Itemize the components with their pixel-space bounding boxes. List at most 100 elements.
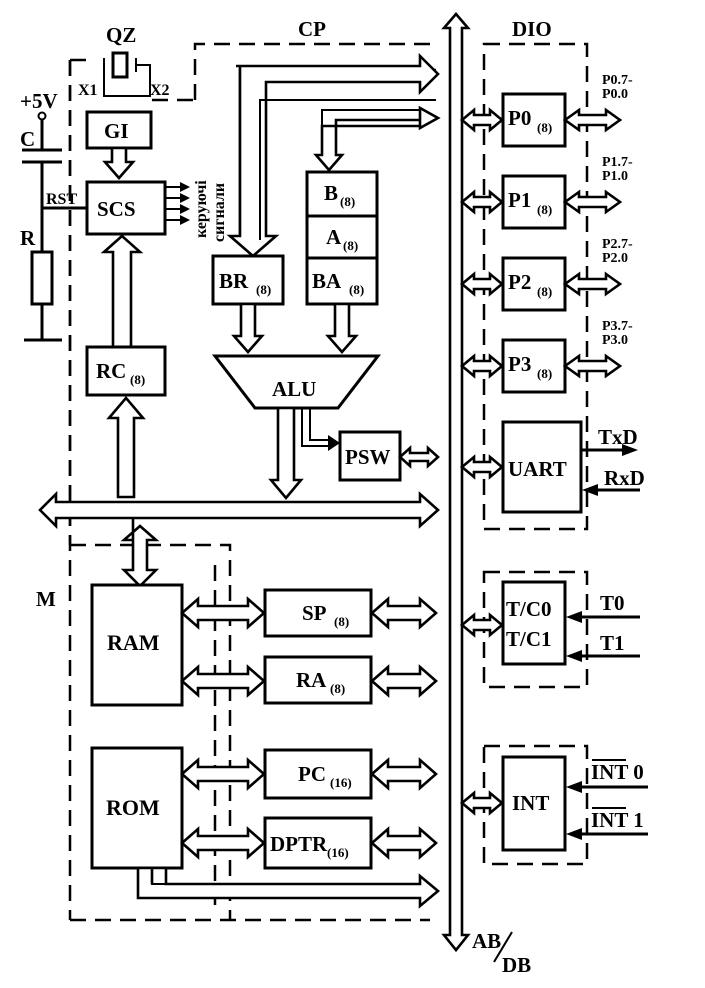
rc-block <box>85 345 167 397</box>
memory-region <box>70 543 232 920</box>
gi-block <box>85 110 153 150</box>
bus-to-ram-arrow <box>120 518 160 588</box>
main-system-bus <box>441 12 471 953</box>
power-terminal <box>37 111 47 121</box>
port-block <box>501 256 567 312</box>
port-width: (8) <box>537 120 552 135</box>
register-memory-arrows <box>180 596 266 860</box>
uart-label: UART <box>508 457 567 481</box>
cp-region-left <box>68 60 195 545</box>
uart-block <box>501 420 583 514</box>
br-width: (8) <box>256 282 271 297</box>
rc-to-scs-arrow <box>100 234 144 349</box>
c-label: C <box>20 127 35 151</box>
port-pin-bottom: P0.0 <box>602 87 628 102</box>
a-block <box>305 214 379 260</box>
port-3: P3(8)P3.7-P3.0 <box>459 319 633 394</box>
dptr-label: DPTR <box>270 832 328 856</box>
rc-width: (8) <box>130 372 145 387</box>
ba-block <box>305 256 379 306</box>
port-label: P0 <box>508 106 531 130</box>
r-label: R <box>20 226 36 250</box>
control-signals-label-2: сигнали <box>211 183 228 242</box>
port-pin-arrow <box>562 353 623 379</box>
x1-label: X1 <box>78 82 98 99</box>
bus-port-arrow <box>459 189 505 215</box>
bus-port-arrow <box>459 353 505 379</box>
ab-db-slash <box>493 931 513 963</box>
int-label: INT <box>512 791 549 815</box>
t0-label: T0 <box>600 591 625 615</box>
port-pin-top: P3.7- <box>602 319 633 334</box>
ab-label: AB <box>472 929 501 953</box>
rom-to-bus-arrow <box>136 866 441 909</box>
internal-data-bus <box>38 490 440 530</box>
gi-label: GI <box>104 119 129 143</box>
x2-label: X2 <box>150 82 170 99</box>
ba-width: (8) <box>349 282 364 297</box>
scs-label: SCS <box>97 197 136 221</box>
crystal-body <box>111 51 129 79</box>
bus-uart-arrow <box>459 454 505 480</box>
br-to-alu-arrow <box>231 302 265 354</box>
bus-port-arrow <box>459 107 505 133</box>
alu-to-bus-arrow <box>268 406 304 501</box>
ra-block <box>263 655 373 705</box>
control-signal-arrows <box>165 182 190 225</box>
a-width: (8) <box>343 238 358 253</box>
dptr-width: (16) <box>327 845 349 860</box>
alu-to-psw-path <box>301 408 328 447</box>
dptr-block <box>263 816 373 870</box>
bus-timer-arrow <box>459 612 505 638</box>
port-pin-top: P0.7- <box>602 73 633 88</box>
pc-block <box>263 748 373 800</box>
rst-label: RST <box>46 191 77 208</box>
qz-label: QZ <box>106 23 136 47</box>
resistor <box>30 250 54 306</box>
port-pin-bottom: P1.0 <box>602 169 628 184</box>
alu-block <box>211 354 382 410</box>
port-0: P0 (8) P0.7-P0.0 <box>459 73 633 148</box>
ra-label: RA <box>296 668 327 692</box>
alu-label: ALU <box>272 377 316 401</box>
ram-label: RAM <box>107 630 160 655</box>
txd-label: TxD <box>598 425 638 449</box>
psw-label: PSW <box>345 445 391 469</box>
t1-label: T1 <box>600 631 625 655</box>
register-bus-arrows <box>370 596 438 860</box>
int1-label: INT 1 <box>591 808 644 832</box>
dio-label: DIO <box>512 17 552 41</box>
port-1: P1(8)P1.7-P1.0 <box>459 155 633 230</box>
rxd-label: RxD <box>604 466 645 490</box>
sp-width: (8) <box>334 614 349 629</box>
b-width: (8) <box>340 194 355 209</box>
psw-bus-arrow <box>398 445 440 469</box>
b-label: B <box>324 181 338 205</box>
port-pin-bottom: P3.0 <box>602 333 628 348</box>
plus5v-label: +5V <box>20 89 58 113</box>
bus-int-arrow <box>459 790 505 816</box>
port-pin-arrow <box>562 271 623 297</box>
timer-block <box>501 580 567 666</box>
port-pin-arrow <box>562 107 623 133</box>
bus-port-arrow <box>459 271 505 297</box>
crystal-leads <box>103 64 151 97</box>
bus-to-b-arrow <box>313 105 441 172</box>
br-feed-arrow <box>226 52 440 258</box>
tc1-label: T/C1 <box>506 627 552 651</box>
b-block <box>305 170 379 218</box>
port-width: (8) <box>537 366 552 381</box>
tc0-label: T/C0 <box>506 597 552 621</box>
sp-label: SP <box>302 601 327 625</box>
rom-label: ROM <box>106 795 160 820</box>
db-label: DB <box>502 953 531 977</box>
ba-label: BA <box>312 269 342 293</box>
pc-width: (16) <box>330 775 352 790</box>
pc-label: PC <box>298 762 326 786</box>
port-block <box>501 174 567 230</box>
bus-to-rc-arrow <box>106 395 146 499</box>
br-label: BR <box>219 269 249 293</box>
port-label: P2 <box>508 270 531 294</box>
ba-to-alu-arrow <box>325 302 359 354</box>
